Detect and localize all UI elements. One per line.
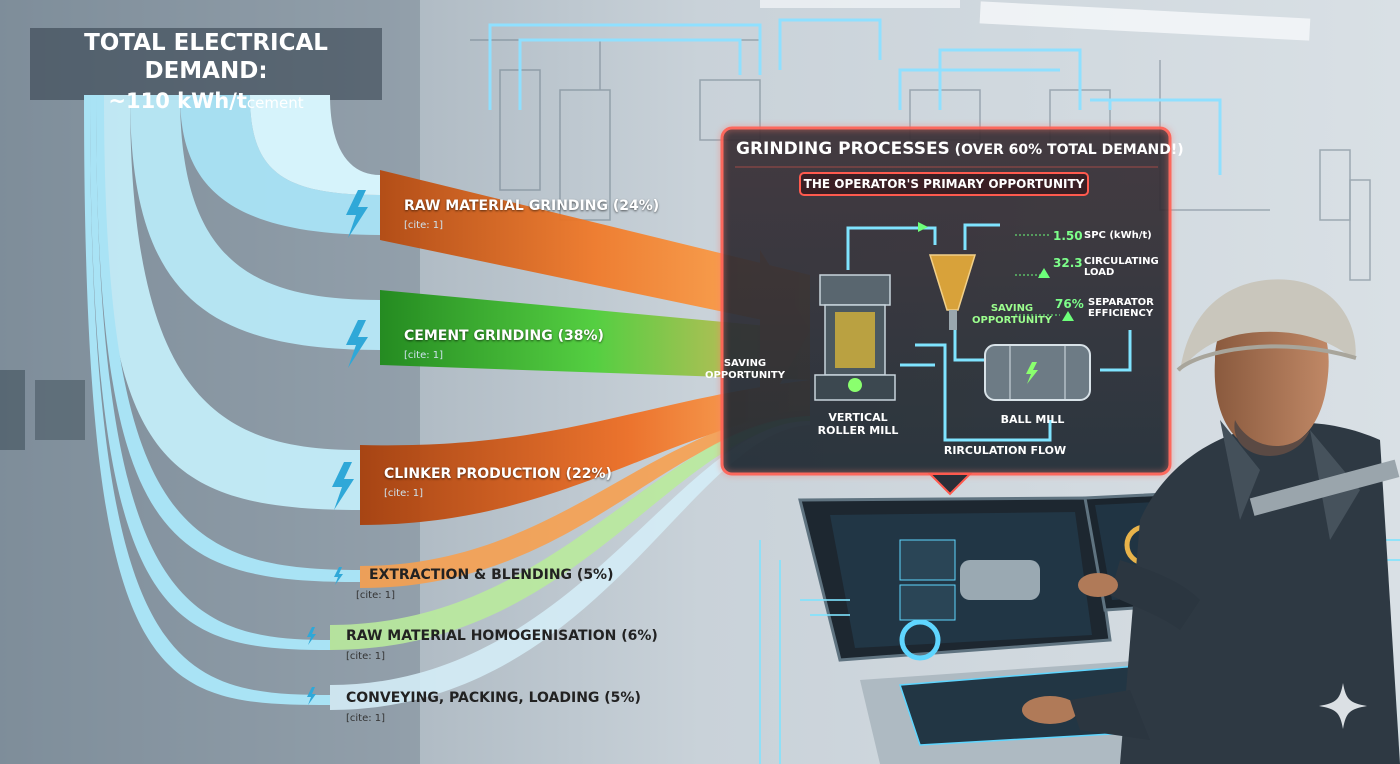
- metric-value-separator-efficiency: 76%: [1055, 297, 1084, 311]
- bolt-icons: [307, 190, 368, 705]
- lightning-bolt-icon: [307, 627, 316, 645]
- flow-label-raw-material-grinding: RAW MATERIAL GRINDING (24%): [404, 198, 660, 214]
- flow-label-clinker-production: CLINKER PRODUCTION (22%): [384, 466, 612, 482]
- total-demand-title: TOTAL ELECTRICAL DEMAND: ~110 kWh/tcemen…: [30, 30, 382, 113]
- metric-label-separator-efficiency: SEPARATOR EFFICIENCY: [1088, 297, 1154, 319]
- metric-value-spc: 1.50: [1053, 229, 1083, 243]
- wall-panel-left-2: [35, 380, 85, 440]
- metric-value-circulating-load: 32.3: [1053, 256, 1083, 270]
- metric-label-circulating-load: CIRCULATING LOAD: [1084, 256, 1159, 278]
- panel-title-main: GRINDING PROCESSES: [736, 139, 950, 159]
- ceiling-light-2: [760, 0, 960, 8]
- title-line1: TOTAL ELECTRICAL DEMAND:: [84, 30, 328, 84]
- title-value-line: ~110 kWh/tcement: [30, 89, 382, 114]
- lightning-bolt-icon: [332, 462, 354, 510]
- glowing-pipes: [488, 18, 1222, 175]
- title-unit: cement: [246, 94, 304, 113]
- flow-cite-conveying-packing-loading: [cite: 1]: [346, 713, 386, 724]
- vertical-roller-mill-label: VERTICAL ROLLER MILL: [817, 411, 899, 438]
- lightning-bolt-icon: [346, 320, 368, 368]
- ball-mill-label: BALL MILL: [1000, 413, 1065, 426]
- title-backdrop: [30, 28, 382, 100]
- flow-label-cement-grinding: CEMENT GRINDING (38%): [404, 328, 604, 344]
- wall-panel-left: [0, 370, 25, 450]
- lightning-bolt-icon: [346, 190, 368, 238]
- panel-subtitle: THE OPERATOR'S PRIMARY OPPORTUNITY: [803, 177, 1085, 191]
- panel-saving-label: SAVING OPPORTUNITY: [971, 303, 1052, 326]
- flow-label-extraction-blending: EXTRACTION & BLENDING (5%): [369, 567, 614, 583]
- lightning-bolt-icon: [1026, 362, 1038, 384]
- flow-label-raw-material-homogenisation: RAW MATERIAL HOMOGENISATION (6%): [346, 628, 658, 644]
- convergence-saving-label: SAVING OPPORTUNITY: [704, 358, 785, 381]
- flow-cite-clinker-production: [cite: 1]: [384, 488, 424, 499]
- flow-cite-extraction-blending: [cite: 1]: [356, 590, 396, 601]
- metric-label-spc: SPC (kWh/t): [1084, 230, 1152, 241]
- flow-cite-raw-material-grinding: [cite: 1]: [404, 220, 444, 231]
- flow-label-conveying-packing-loading: CONVEYING, PACKING, LOADING (5%): [346, 690, 641, 706]
- flow-cite-cement-grinding: [cite: 1]: [404, 350, 444, 361]
- ceiling-light: [979, 1, 1311, 41]
- panel-title-suffix: (OVER 60% TOTAL DEMAND!): [949, 142, 1184, 158]
- colored-flows: [330, 170, 810, 710]
- lightning-bolt-icon: [307, 687, 316, 705]
- title-value: ~110 kWh/t: [108, 89, 247, 114]
- flow-cite-raw-material-homogenisation: [cite: 1]: [346, 651, 386, 662]
- recirculation-flow-label: RIRCULATION FLOW: [943, 444, 1067, 457]
- grinding-panel: [719, 125, 1173, 496]
- lightning-bolt-icon: [334, 567, 343, 585]
- operator: [1022, 279, 1400, 764]
- panel-title: GRINDING PROCESSES (OVER 60% TOTAL DEMAN…: [736, 139, 1184, 159]
- sparkle-icon: [1319, 683, 1367, 729]
- source-flows: [84, 95, 380, 705]
